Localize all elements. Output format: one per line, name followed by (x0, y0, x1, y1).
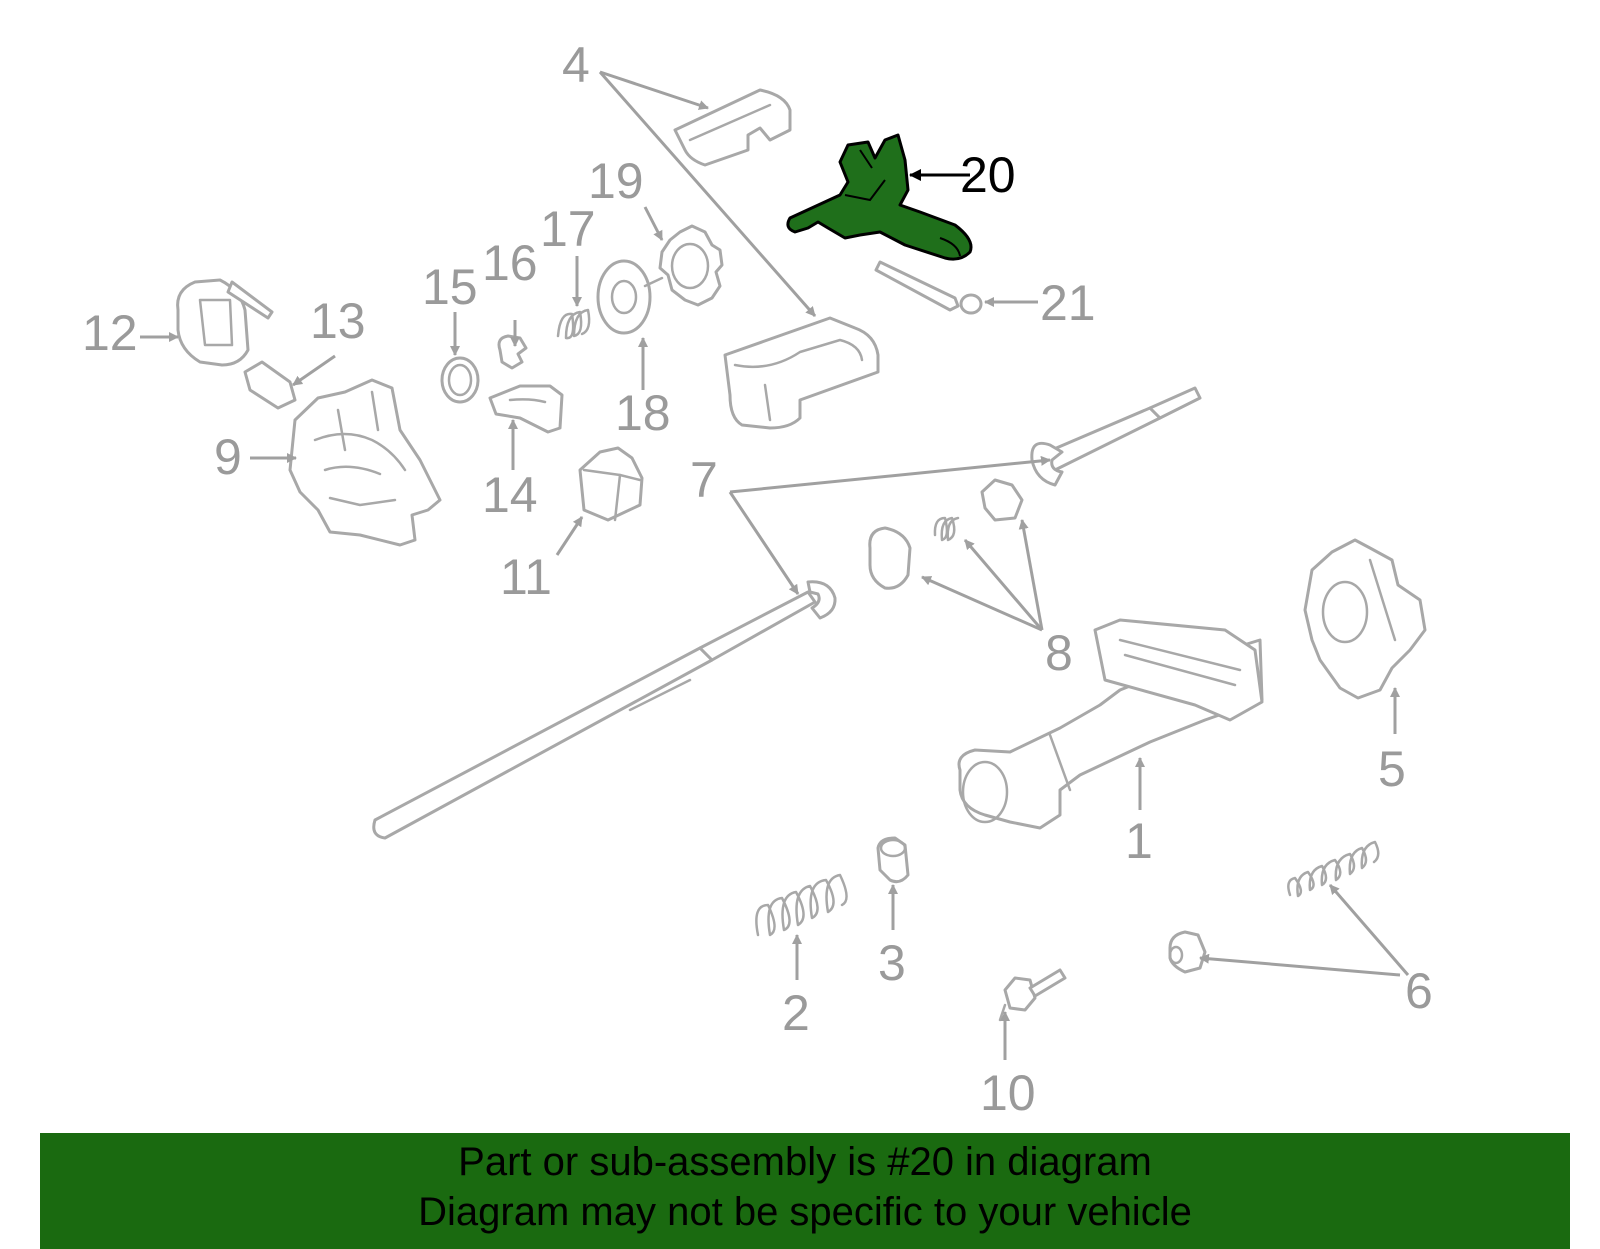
part-11-switch[interactable] (578, 446, 644, 522)
part-4-lower-shroud[interactable] (723, 316, 880, 430)
callout-18[interactable]: 18 (615, 385, 671, 441)
callout-8[interactable]: 8 (1045, 625, 1073, 681)
banner-line-1: Part or sub-assembly is #20 in diagram (458, 1140, 1152, 1184)
callout-21[interactable]: 21 (1040, 275, 1096, 331)
part-15-ring[interactable] (440, 356, 480, 404)
part-8-retainer[interactable] (980, 478, 1024, 522)
part-7-upper-shaft[interactable] (1030, 386, 1202, 487)
callout-20[interactable]: 20 (960, 147, 1016, 203)
callout-2[interactable]: 2 (782, 985, 810, 1041)
part-8-bearing[interactable] (868, 526, 912, 590)
banner-line-2: Diagram may not be specific to your vehi… (418, 1190, 1192, 1234)
callout-19[interactable]: 19 (588, 153, 644, 209)
leader-lines (140, 70, 1410, 1060)
part-16-clip[interactable] (497, 334, 528, 370)
part-20-multifunction-switch[interactable] (786, 133, 973, 261)
part-13-sleeve[interactable] (243, 360, 297, 410)
part-1-column-jacket[interactable] (957, 618, 1264, 830)
callout-5[interactable]: 5 (1378, 741, 1406, 797)
part-12-lock-cylinder[interactable] (176, 278, 274, 367)
callout-11[interactable]: 11 (500, 549, 552, 605)
callout-4[interactable]: 4 (562, 37, 590, 93)
part-6-spring[interactable] (1287, 840, 1380, 898)
part-9-lock-housing[interactable] (288, 378, 442, 547)
callout-1[interactable]: 1 (1125, 813, 1153, 869)
callout-14[interactable]: 14 (482, 467, 538, 523)
steering-column-exploded-diagram: 4 19 17 16 15 12 13 18 9 14 7 11 8 5 1 3… (82, 37, 1433, 1121)
part-14-bracket[interactable] (488, 384, 564, 434)
callout-17[interactable]: 17 (540, 201, 596, 257)
info-banner: Part or sub-assembly is #20 in diagram D… (40, 1133, 1570, 1249)
callout-15[interactable]: 15 (422, 259, 478, 315)
part-4-upper-shroud[interactable] (673, 88, 792, 167)
callout-10[interactable]: 10 (980, 1065, 1036, 1121)
callout-16[interactable]: 16 (482, 235, 538, 291)
part-19-gear[interactable] (658, 224, 724, 307)
part-10-sensor[interactable] (998, 968, 1067, 1022)
callout-13[interactable]: 13 (310, 293, 366, 349)
callout-3[interactable]: 3 (878, 935, 906, 991)
part-21-pivot-pin[interactable] (874, 260, 983, 315)
callout-6[interactable]: 6 (1405, 963, 1433, 1019)
part-8-spring[interactable] (933, 516, 960, 542)
part-3-bushing[interactable] (876, 836, 910, 884)
part-5-housing[interactable] (1303, 538, 1427, 700)
callouts: 4 19 17 16 15 12 13 18 9 14 7 11 8 5 1 3… (82, 37, 1433, 1121)
part-7-lower-shaft[interactable] (372, 580, 837, 840)
part-6-bushing[interactable] (1168, 930, 1207, 974)
callout-7[interactable]: 7 (690, 452, 718, 508)
callout-9[interactable]: 9 (214, 429, 242, 485)
part-18-ring-plate[interactable] (596, 259, 664, 335)
part-2-spring[interactable] (755, 873, 848, 937)
part-17-spring[interactable] (556, 308, 591, 340)
callout-12[interactable]: 12 (82, 305, 138, 361)
